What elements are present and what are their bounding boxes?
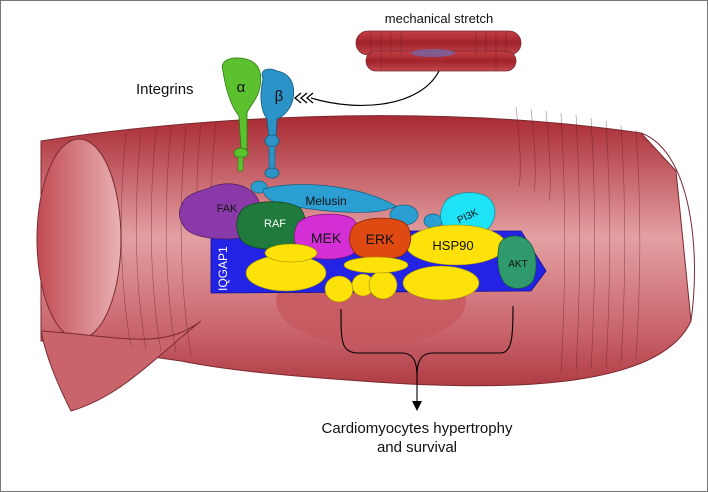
mek-label: MEK <box>311 230 342 246</box>
raf-label: RAF <box>264 218 286 230</box>
hsp90-label: HSP90 <box>432 238 473 253</box>
outcome-line1: Cardiomyocytes hypertrophy <box>322 420 513 437</box>
stretch-arrow <box>310 70 440 107</box>
outcome-arrowhead <box>412 401 422 411</box>
stretch-fiber-illustration <box>355 30 522 72</box>
alpha-label: α <box>237 79 246 96</box>
akt <box>497 235 537 289</box>
arrowhead-chevrons <box>293 92 314 104</box>
melusin-label: Melusin <box>305 194 346 208</box>
integrins-label: Integrins <box>136 81 194 98</box>
erk <box>349 217 412 260</box>
iqgap1-label: IQGAP1 <box>216 246 230 291</box>
stretch-label: mechanical stretch <box>385 11 493 26</box>
outcome-line2: and survival <box>377 439 457 456</box>
scaffold-yellow-proteins <box>245 243 480 303</box>
akt-label: AKT <box>508 259 527 270</box>
alpha-integrin <box>221 57 262 172</box>
beta-integrin <box>260 68 295 179</box>
erk-label: ERK <box>366 231 395 247</box>
fak-label: FAK <box>217 203 238 215</box>
beta-label: β <box>275 88 284 105</box>
